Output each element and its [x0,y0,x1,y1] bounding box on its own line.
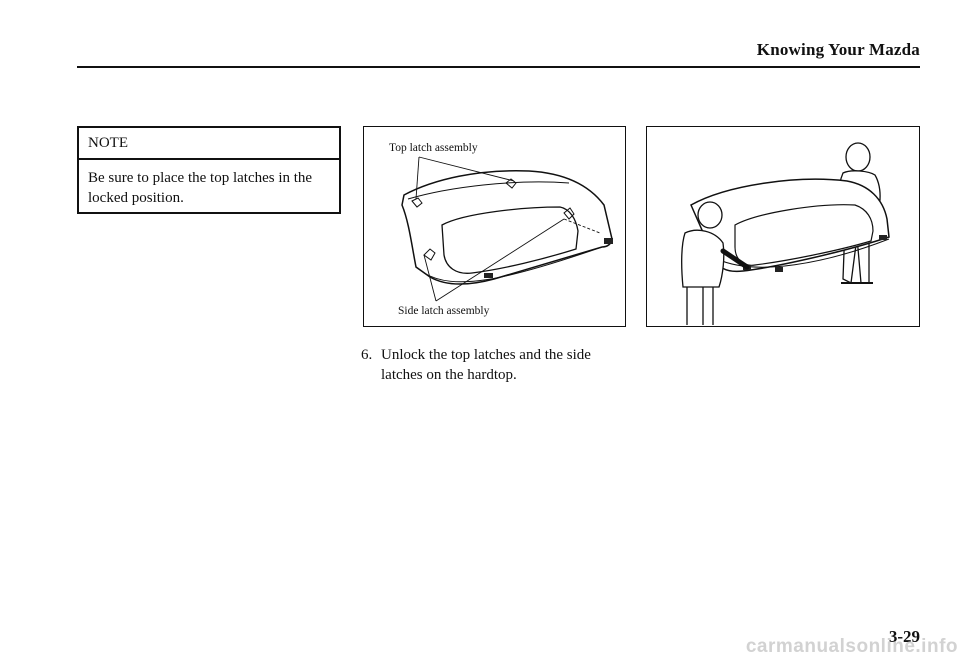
note-box: NOTE Be sure to place the top latches in… [77,126,341,214]
step-text: Unlock the top latches and the side latc… [381,347,591,383]
step-number: 6. [361,347,373,363]
note-body: Be sure to place the top latches in the … [88,170,313,206]
page-number: 3-29 [888,627,920,646]
page-header-title: Knowing Your Mazda [756,40,920,59]
latch-assembly-figure: Top latch assembly Side latch assembly [363,126,626,327]
top-latch-label: Top latch assembly [389,142,478,154]
note-heading: NOTE [79,128,339,160]
hardtop-latch-drawing [401,156,613,302]
header-rule [77,66,920,68]
two-people-lifting-drawing [681,142,890,325]
hardtop-lifting-figure [646,126,920,327]
instruction-step: 6. Unlock the top latches and the side l… [361,345,631,385]
watermark: carmanualsonline.info [745,636,958,657]
side-latch-label: Side latch assembly [398,305,490,317]
